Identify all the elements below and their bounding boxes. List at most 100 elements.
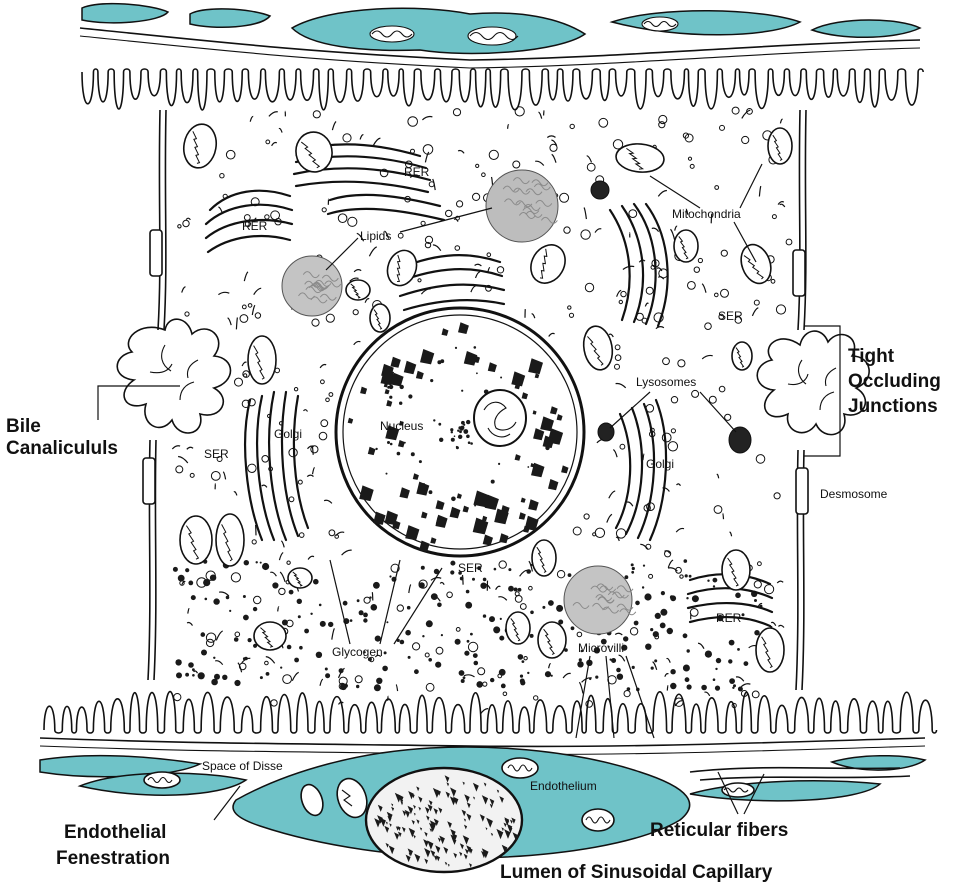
glycogen-granule (205, 598, 208, 601)
mitochondrion (615, 142, 665, 174)
glycogen-granule (431, 593, 438, 600)
er-vesicle (294, 388, 297, 391)
er-tubule (780, 119, 782, 123)
er-tubule (609, 491, 615, 498)
glycogen-granule (660, 623, 666, 629)
er-vesicle (206, 639, 213, 646)
glycogen-granule (473, 653, 478, 658)
glycogen-granule (191, 595, 196, 600)
er-tubule (652, 228, 659, 231)
er-tubule (579, 682, 583, 693)
glycogen-granule (256, 561, 258, 563)
er-tubule (262, 485, 267, 487)
er-tubule (508, 125, 509, 129)
glycogen-granule (683, 633, 688, 638)
er-vesicle (690, 609, 698, 617)
er-tubule (313, 467, 315, 474)
glycogen-granule (357, 599, 360, 602)
er-tubule (759, 186, 760, 196)
label-rer-top: RER (404, 165, 430, 179)
er-tubule (544, 111, 545, 116)
glycogen-granule (645, 644, 651, 650)
er-tubule (266, 657, 275, 664)
glycogen-granule (262, 563, 269, 570)
label-nucleus: Nucleus (380, 419, 423, 433)
er-tubule (215, 661, 223, 665)
mitochondrion-membrane (580, 324, 615, 372)
glycogen-granule (173, 567, 178, 572)
bottom-endothelium (40, 738, 925, 872)
er-vesicle (721, 289, 729, 297)
er-tubule (675, 226, 677, 230)
er-vesicle (289, 497, 294, 502)
glycogen-granule (735, 593, 741, 599)
glycogen-granule (316, 652, 322, 658)
mitochondrion-membrane (538, 622, 566, 658)
glycogen-granule (356, 685, 359, 688)
er-vesicle (397, 605, 403, 611)
er-vesicle (319, 432, 327, 440)
glycogen-granule (522, 660, 525, 663)
label-lipids: Lipids (360, 229, 391, 243)
er-tubule (280, 572, 285, 582)
er-vesicle (408, 117, 418, 127)
chromatin-dot (438, 423, 441, 426)
er-vesicle (569, 313, 573, 317)
er-tubule (475, 264, 482, 266)
er-vesicle (754, 581, 761, 588)
er-vesicle (619, 300, 622, 303)
er-vesicle (621, 291, 626, 296)
er-tubule (186, 218, 190, 220)
glycogen-granule (260, 562, 262, 564)
er-vesicle (663, 358, 670, 365)
glycogen-granule (175, 659, 181, 665)
glycogen-granule (320, 621, 326, 627)
er-vesicle (343, 134, 351, 142)
er-tubule (388, 696, 389, 701)
mitochondrion-membrane (254, 622, 286, 650)
mitochondrion (532, 540, 556, 576)
glycogen-granule (386, 621, 388, 623)
er-vesicle (599, 118, 608, 127)
er-tubule (440, 583, 444, 585)
er-vesicle (226, 150, 235, 159)
glycogen-granule (467, 640, 470, 643)
er-vesicle (557, 571, 564, 578)
er-vesicle (185, 312, 189, 316)
er-vesicle (421, 221, 425, 225)
er-tubule (354, 341, 361, 344)
er-tubule (595, 229, 601, 233)
label-bile-line2: Canalicululs (6, 438, 118, 459)
er-tubule (269, 112, 278, 117)
glycogen-granule (579, 658, 582, 661)
glycogen-granule (297, 599, 302, 604)
er-vesicle (720, 125, 725, 130)
glycogen-granule (201, 650, 207, 656)
glycogen-granule (508, 586, 514, 592)
er-tubule (228, 318, 232, 325)
er-vesicle (235, 378, 243, 386)
er-tubule (194, 671, 198, 673)
er-vesicle (615, 345, 620, 350)
er-vesicle (287, 561, 290, 564)
chromatin-dot (461, 421, 465, 425)
er-vesicle (329, 393, 333, 397)
chromatin-dot (461, 390, 463, 392)
er-tubule (223, 472, 225, 480)
chromatin-dot (387, 441, 390, 444)
label-microvilli: Microvilli (578, 641, 624, 655)
glycogen-granule (198, 672, 205, 679)
er-tubule (324, 500, 332, 503)
er-vesicle (585, 283, 593, 291)
chromatin-dot (390, 443, 393, 446)
glycogen-granule (185, 673, 189, 677)
er-tubule (656, 327, 664, 329)
er-tubule (279, 553, 283, 561)
glycogen-granule (685, 677, 690, 682)
er-vesicle (668, 442, 677, 451)
mitochondrion-membrane (756, 628, 784, 672)
er-vesicle (298, 480, 302, 484)
junction-left-lower (143, 458, 155, 504)
glycogen-granule (203, 579, 210, 586)
er-vesicle (529, 586, 533, 590)
